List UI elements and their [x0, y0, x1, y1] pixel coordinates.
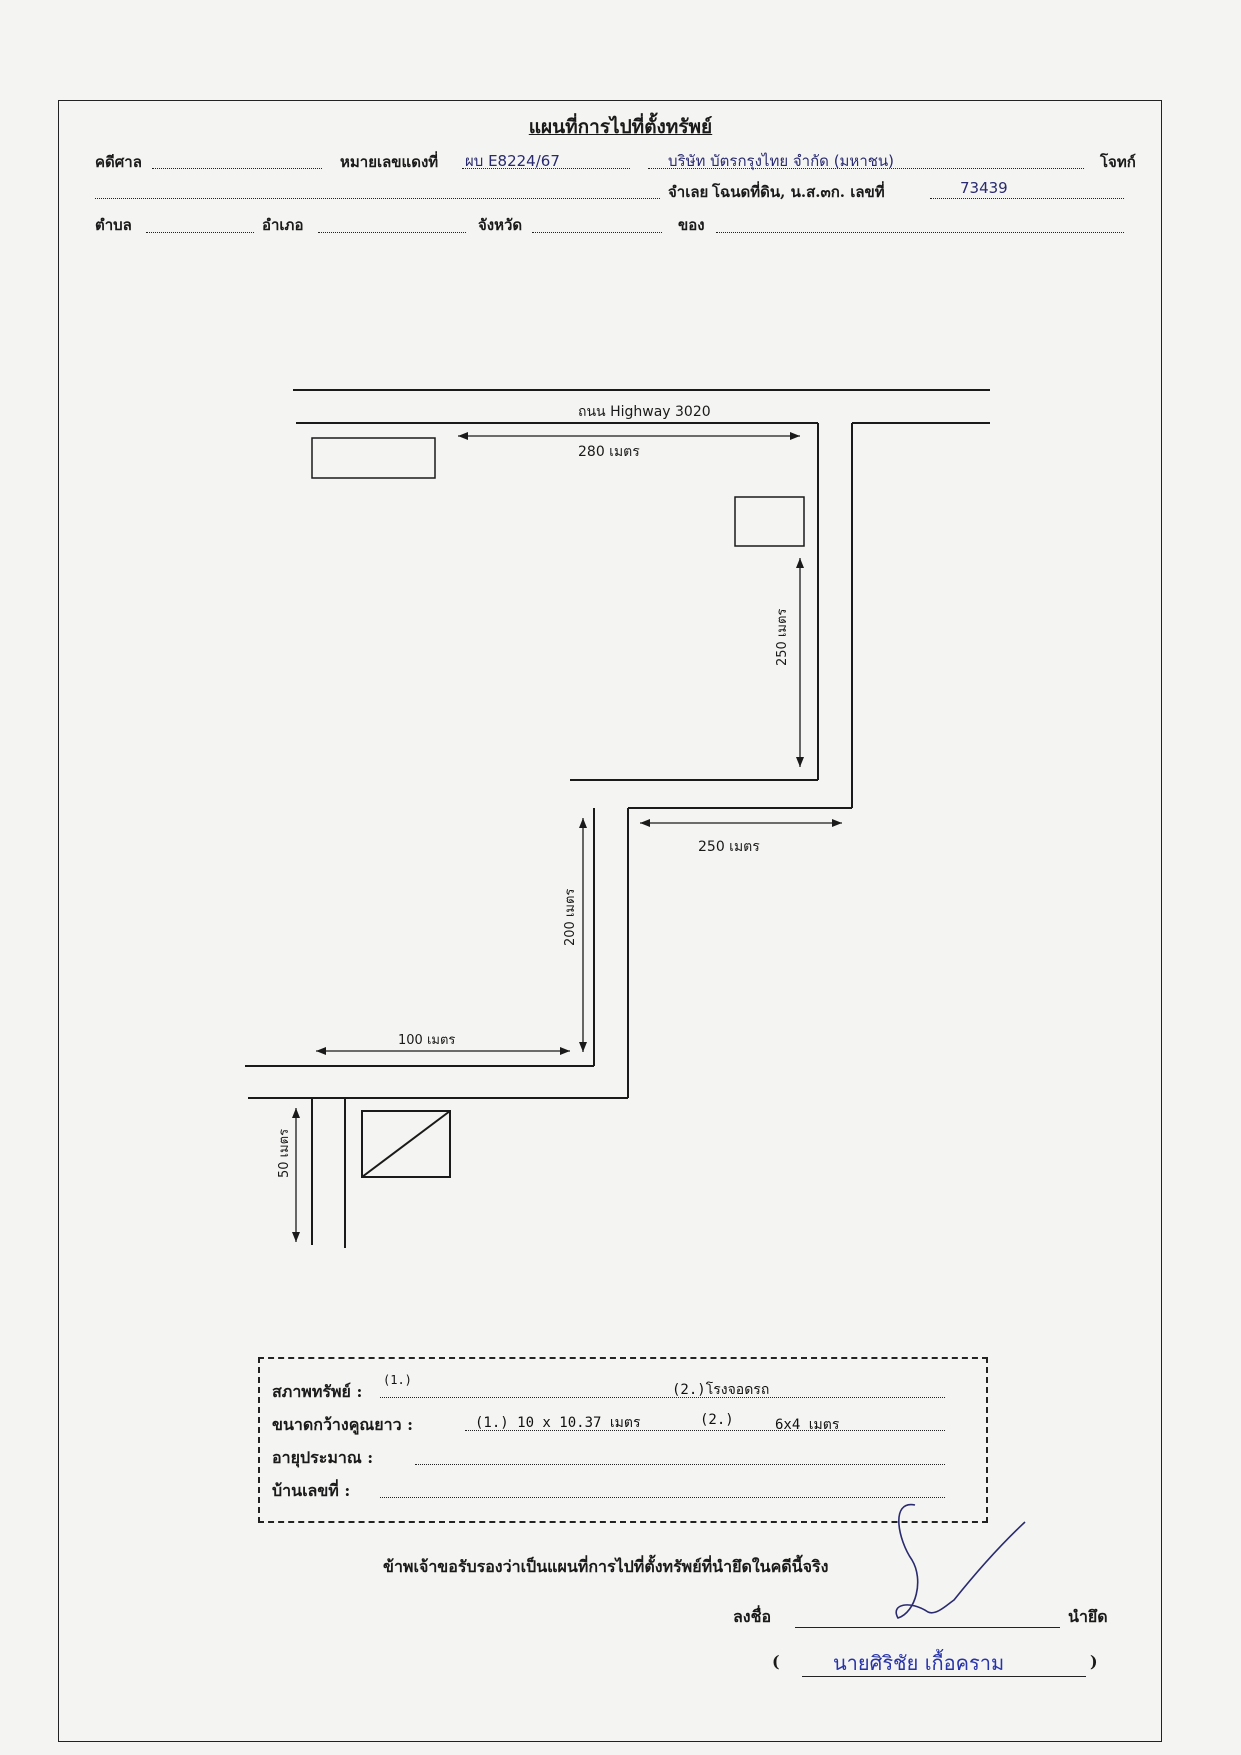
condition-label: สภาพทรัพย์ : — [272, 1382, 363, 1401]
distance-label-100m: 100 เมตร — [398, 1033, 455, 1048]
condition-printed: (2.)โรงจอดรถ — [672, 1382, 770, 1398]
distance-label-50m: 50 เมตร — [277, 1129, 292, 1178]
deed-value: 73439 — [960, 179, 1008, 197]
subdistrict-line — [146, 232, 254, 233]
handwritten-signature — [895, 1503, 1026, 1619]
role-label: นำยึด — [1068, 1607, 1108, 1626]
property-diagonal — [361, 1110, 451, 1178]
subdistrict-label: ตำบล — [95, 216, 132, 234]
landmark-box-shop — [734, 496, 805, 547]
deed-line — [930, 198, 1124, 199]
defendant-label: จำเลย — [668, 183, 709, 201]
province-line — [532, 232, 662, 233]
certification-statement: ข้าพเจ้าขอรับรองว่าเป็นแผนที่การไปที่ตั้… — [383, 1557, 829, 1576]
owner-line — [716, 232, 1124, 233]
plaintiff-label: โจทก์ — [1100, 153, 1136, 171]
district-line — [318, 232, 466, 233]
defendant-name-line — [95, 198, 660, 199]
house-no-label: บ้านเลขที่ : — [272, 1481, 351, 1500]
paren-open: ( — [772, 1652, 780, 1671]
highway-label: ถนน Highway 3020 — [578, 404, 711, 420]
condition-line — [380, 1397, 945, 1398]
size-value-2: (2.) — [700, 1412, 734, 1428]
document-frame — [58, 100, 1162, 1742]
size-line — [465, 1430, 945, 1431]
age-line — [415, 1464, 945, 1465]
page-title: แผนที่การไปที่ตั้งทรัพย์ — [528, 116, 713, 138]
case-no-label: หมายเลขแดงที่ — [340, 153, 439, 171]
district-label: อำเภอ — [262, 216, 304, 234]
name-line — [802, 1676, 1086, 1677]
landmark-box-noodle-shop — [311, 437, 436, 479]
plaintiff-line — [648, 168, 1084, 169]
case-no-line — [462, 168, 630, 169]
age-label: อายุประมาณ : — [272, 1448, 374, 1467]
distance-label-280m: 280 เมตร — [578, 444, 640, 460]
plaintiff-value: บริษัท บัตรกรุงไทย จำกัด (มหาชน) — [668, 152, 895, 170]
property-marker — [361, 1110, 451, 1178]
owner-label: ของ — [678, 216, 705, 234]
distance-label-250m-vertical: 250 เมตร — [775, 609, 790, 666]
size-value-3: 6x4 เมตร — [775, 1417, 840, 1433]
sign-label: ลงชื่อ — [733, 1607, 772, 1626]
province-label: จังหวัด — [478, 216, 523, 234]
distance-label-250m-horizontal: 250 เมตร — [698, 839, 760, 855]
deed-label: โฉนดที่ดิน, น.ส.๓ก. เลขที่ — [712, 183, 885, 201]
house-no-line — [380, 1497, 945, 1498]
signature-line — [795, 1627, 1060, 1628]
paren-close: ) — [1090, 1652, 1098, 1671]
stamped-name: นายศิริชัย เกื้อคราม — [833, 1651, 1005, 1675]
court-label: คดีศาล — [95, 153, 142, 171]
court-line — [152, 168, 322, 169]
property-details-box — [258, 1357, 988, 1523]
condition-marker: (1.) — [383, 1373, 412, 1387]
case-no-value: ผบ E8224/67 — [465, 152, 560, 170]
size-label: ขนาดกว้างคูณยาว : — [272, 1415, 414, 1434]
distance-label-200m: 200 เมตร — [563, 889, 578, 946]
size-value-1: (1.) 10 x 10.37 เมตร — [475, 1415, 641, 1431]
